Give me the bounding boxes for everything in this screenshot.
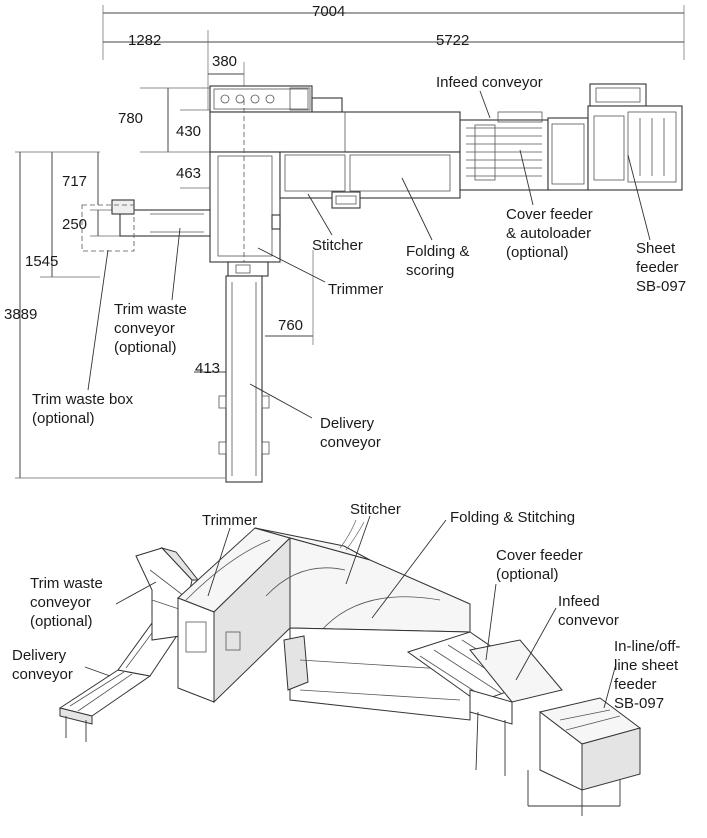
top-view-machine xyxy=(81,83,683,483)
iso-label-trim-line1: Trim waste xyxy=(30,575,103,592)
iso-view-leaders xyxy=(84,515,617,709)
iso-view-machine xyxy=(58,519,642,816)
label-sheet-line3: SB-097 xyxy=(636,278,686,295)
label-trimmer: Trimmer xyxy=(328,281,383,298)
iso-label-delivery-line2: conveyor xyxy=(12,666,73,683)
dim-trimmer-width: 380 xyxy=(212,53,237,70)
iso-label-sheet-line3: feeder xyxy=(614,676,657,693)
label-trim-conveyor-line1: Trim waste xyxy=(114,301,187,318)
dim-right-width: 5722 xyxy=(436,32,469,49)
dim-total-height: 3889 xyxy=(4,306,37,323)
label-trim-box-line1: Trim waste box xyxy=(32,391,134,408)
label-cover-line3: (optional) xyxy=(506,244,569,261)
iso-label-infeed-line2: convevor xyxy=(558,612,619,629)
label-trim-conveyor-line2: conveyor xyxy=(114,320,175,337)
label-sheet-line1: Sheet xyxy=(636,240,676,257)
iso-label-trim-line3: (optional) xyxy=(30,613,93,630)
iso-label-trim-line2: conveyor xyxy=(30,594,91,611)
label-folding-line2: scoring xyxy=(406,262,454,279)
dim-left-width: 1282 xyxy=(128,32,161,49)
label-infeed-conveyor: Infeed conveyor xyxy=(436,74,543,91)
dim-left-height: 1545 xyxy=(25,253,58,270)
label-trim-box-line2: (optional) xyxy=(32,410,95,427)
iso-view-labels: Trimmer Stitcher Folding & Stitching Cov… xyxy=(12,501,680,712)
iso-label-stitcher: Stitcher xyxy=(350,501,401,518)
label-sheet-line2: feeder xyxy=(636,259,679,276)
iso-label-cover-line1: Cover feeder xyxy=(496,547,583,564)
iso-label-trimmer: Trimmer xyxy=(202,512,257,529)
dim-mid-part: 463 xyxy=(176,165,201,182)
iso-label-sheet-line4: SB-097 xyxy=(614,695,664,712)
dim-head-part: 430 xyxy=(176,123,201,140)
label-cover-line2: & autoloader xyxy=(506,225,591,242)
dim-delivery-offset: 760 xyxy=(278,317,303,334)
iso-label-sheet-line1: In-line/off- xyxy=(614,638,680,655)
iso-label-folding: Folding & Stitching xyxy=(450,509,575,526)
label-cover-line1: Cover feeder xyxy=(506,206,593,223)
label-trim-conveyor-line3: (optional) xyxy=(114,339,177,356)
dim-delivery-width: 413 xyxy=(195,360,220,377)
label-stitcher: Stitcher xyxy=(312,237,363,254)
dim-overall-width: 7004 xyxy=(312,3,345,20)
dim-waste-box: 250 xyxy=(62,216,87,233)
label-delivery-line2: conveyor xyxy=(320,434,381,451)
dim-head-depth: 780 xyxy=(118,110,143,127)
dim-waste-depth: 717 xyxy=(62,173,87,190)
label-delivery-line1: Delivery xyxy=(320,415,375,432)
top-view-labels: Infeed conveyor Stitcher Folding & scori… xyxy=(32,74,686,451)
iso-label-cover-line2: (optional) xyxy=(496,566,559,583)
label-folding-line1: Folding & xyxy=(406,243,469,260)
dimension-labels: 7004 1282 5722 380 780 430 463 717 250 1… xyxy=(4,3,469,377)
iso-label-infeed-line1: Infeed xyxy=(558,593,600,610)
iso-label-sheet-line2: line sheet xyxy=(614,657,679,674)
top-view-leaders xyxy=(87,90,651,419)
iso-label-delivery-line1: Delivery xyxy=(12,647,67,664)
